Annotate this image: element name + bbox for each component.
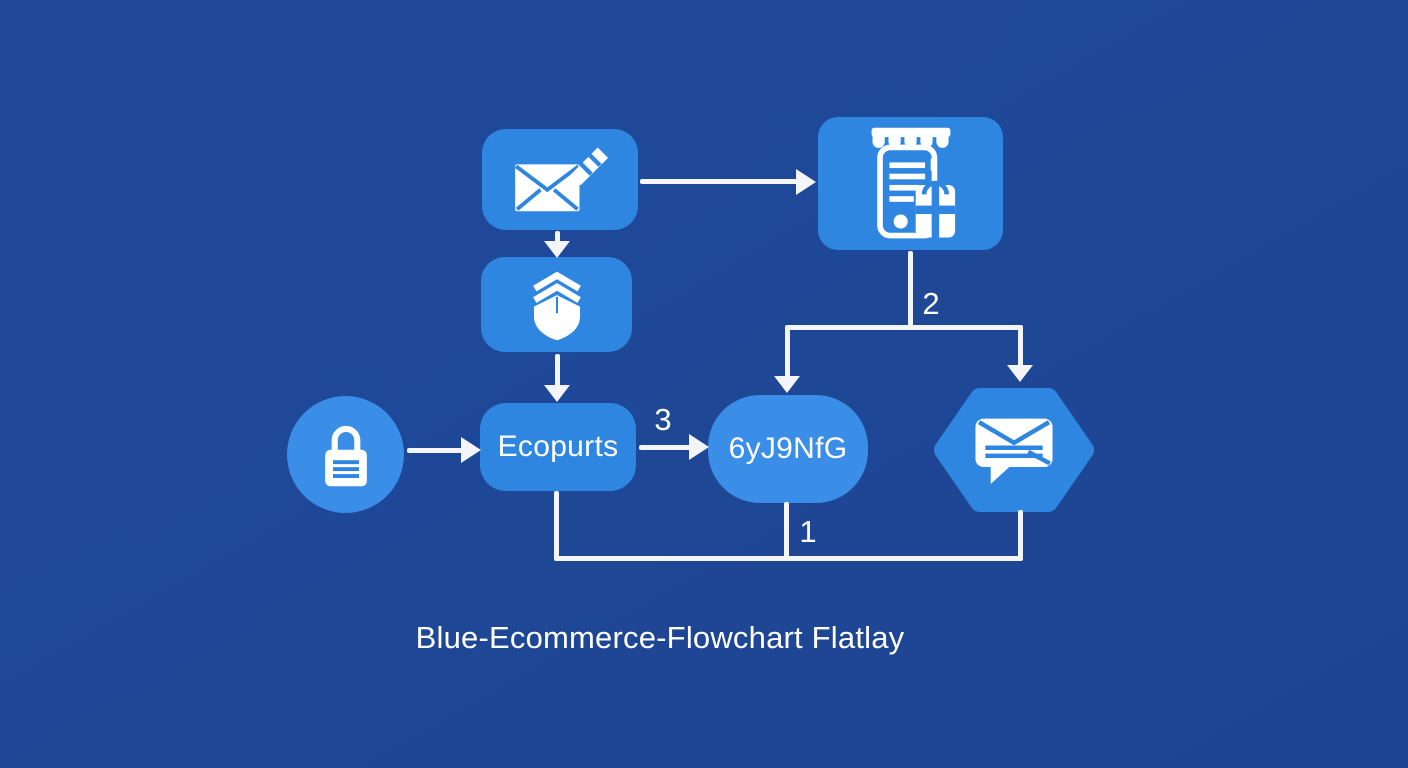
edge-label-1: 1 xyxy=(799,514,817,549)
node-package-layers xyxy=(481,257,632,352)
code-result-label: 6yJ9NfG xyxy=(728,432,848,465)
connector-ecopurts-to-result xyxy=(639,445,691,450)
edge-label-2: 2 xyxy=(922,286,940,321)
compose-email-icon xyxy=(514,147,609,211)
arrowhead-branch-to-result xyxy=(774,376,800,393)
connector-email-to-layers xyxy=(555,231,560,243)
connector-ecopurts-bottom xyxy=(554,491,559,559)
connector-padlock-to-ecopurts xyxy=(407,448,463,453)
arrowhead-email-to-store xyxy=(796,169,816,195)
padlock-icon xyxy=(324,425,367,486)
arrowhead-branch-to-chat xyxy=(1007,365,1033,382)
connector-chat-bottom xyxy=(1018,510,1023,558)
connector-layers-to-ecopurts xyxy=(555,354,560,387)
connector-branch-to-chat xyxy=(1018,327,1023,367)
ecopurts-label: Ecopurts xyxy=(497,430,619,463)
connector-store-branch-stem xyxy=(908,251,913,330)
node-compose-email xyxy=(482,129,638,230)
connector-bottom-bar xyxy=(554,556,1023,561)
connector-branch-to-result xyxy=(785,327,790,378)
arrowhead-email-to-layers xyxy=(544,241,570,258)
node-padlock xyxy=(287,396,404,513)
node-chat-message xyxy=(928,384,1100,516)
chat-message-icon xyxy=(975,418,1053,485)
mobile-store-icon xyxy=(871,127,955,238)
arrowhead-layers-to-ecopurts xyxy=(544,385,570,402)
arrowhead-ecopurts-to-result xyxy=(689,434,709,460)
caption: Blue-Ecommerce-Flowchart Flatlay xyxy=(415,620,905,655)
connector-result-bottom xyxy=(784,502,789,558)
node-mobile-store xyxy=(818,117,1003,250)
edge-label-3: 3 xyxy=(654,402,672,437)
arrowhead-padlock-to-ecopurts xyxy=(461,437,481,463)
node-ecopurts: Ecopurts xyxy=(480,403,636,491)
node-code-result: 6yJ9NfG xyxy=(708,395,868,503)
package-layers-icon xyxy=(532,271,581,340)
connector-email-to-store xyxy=(640,179,798,184)
connector-store-branch-bar xyxy=(785,325,1023,330)
